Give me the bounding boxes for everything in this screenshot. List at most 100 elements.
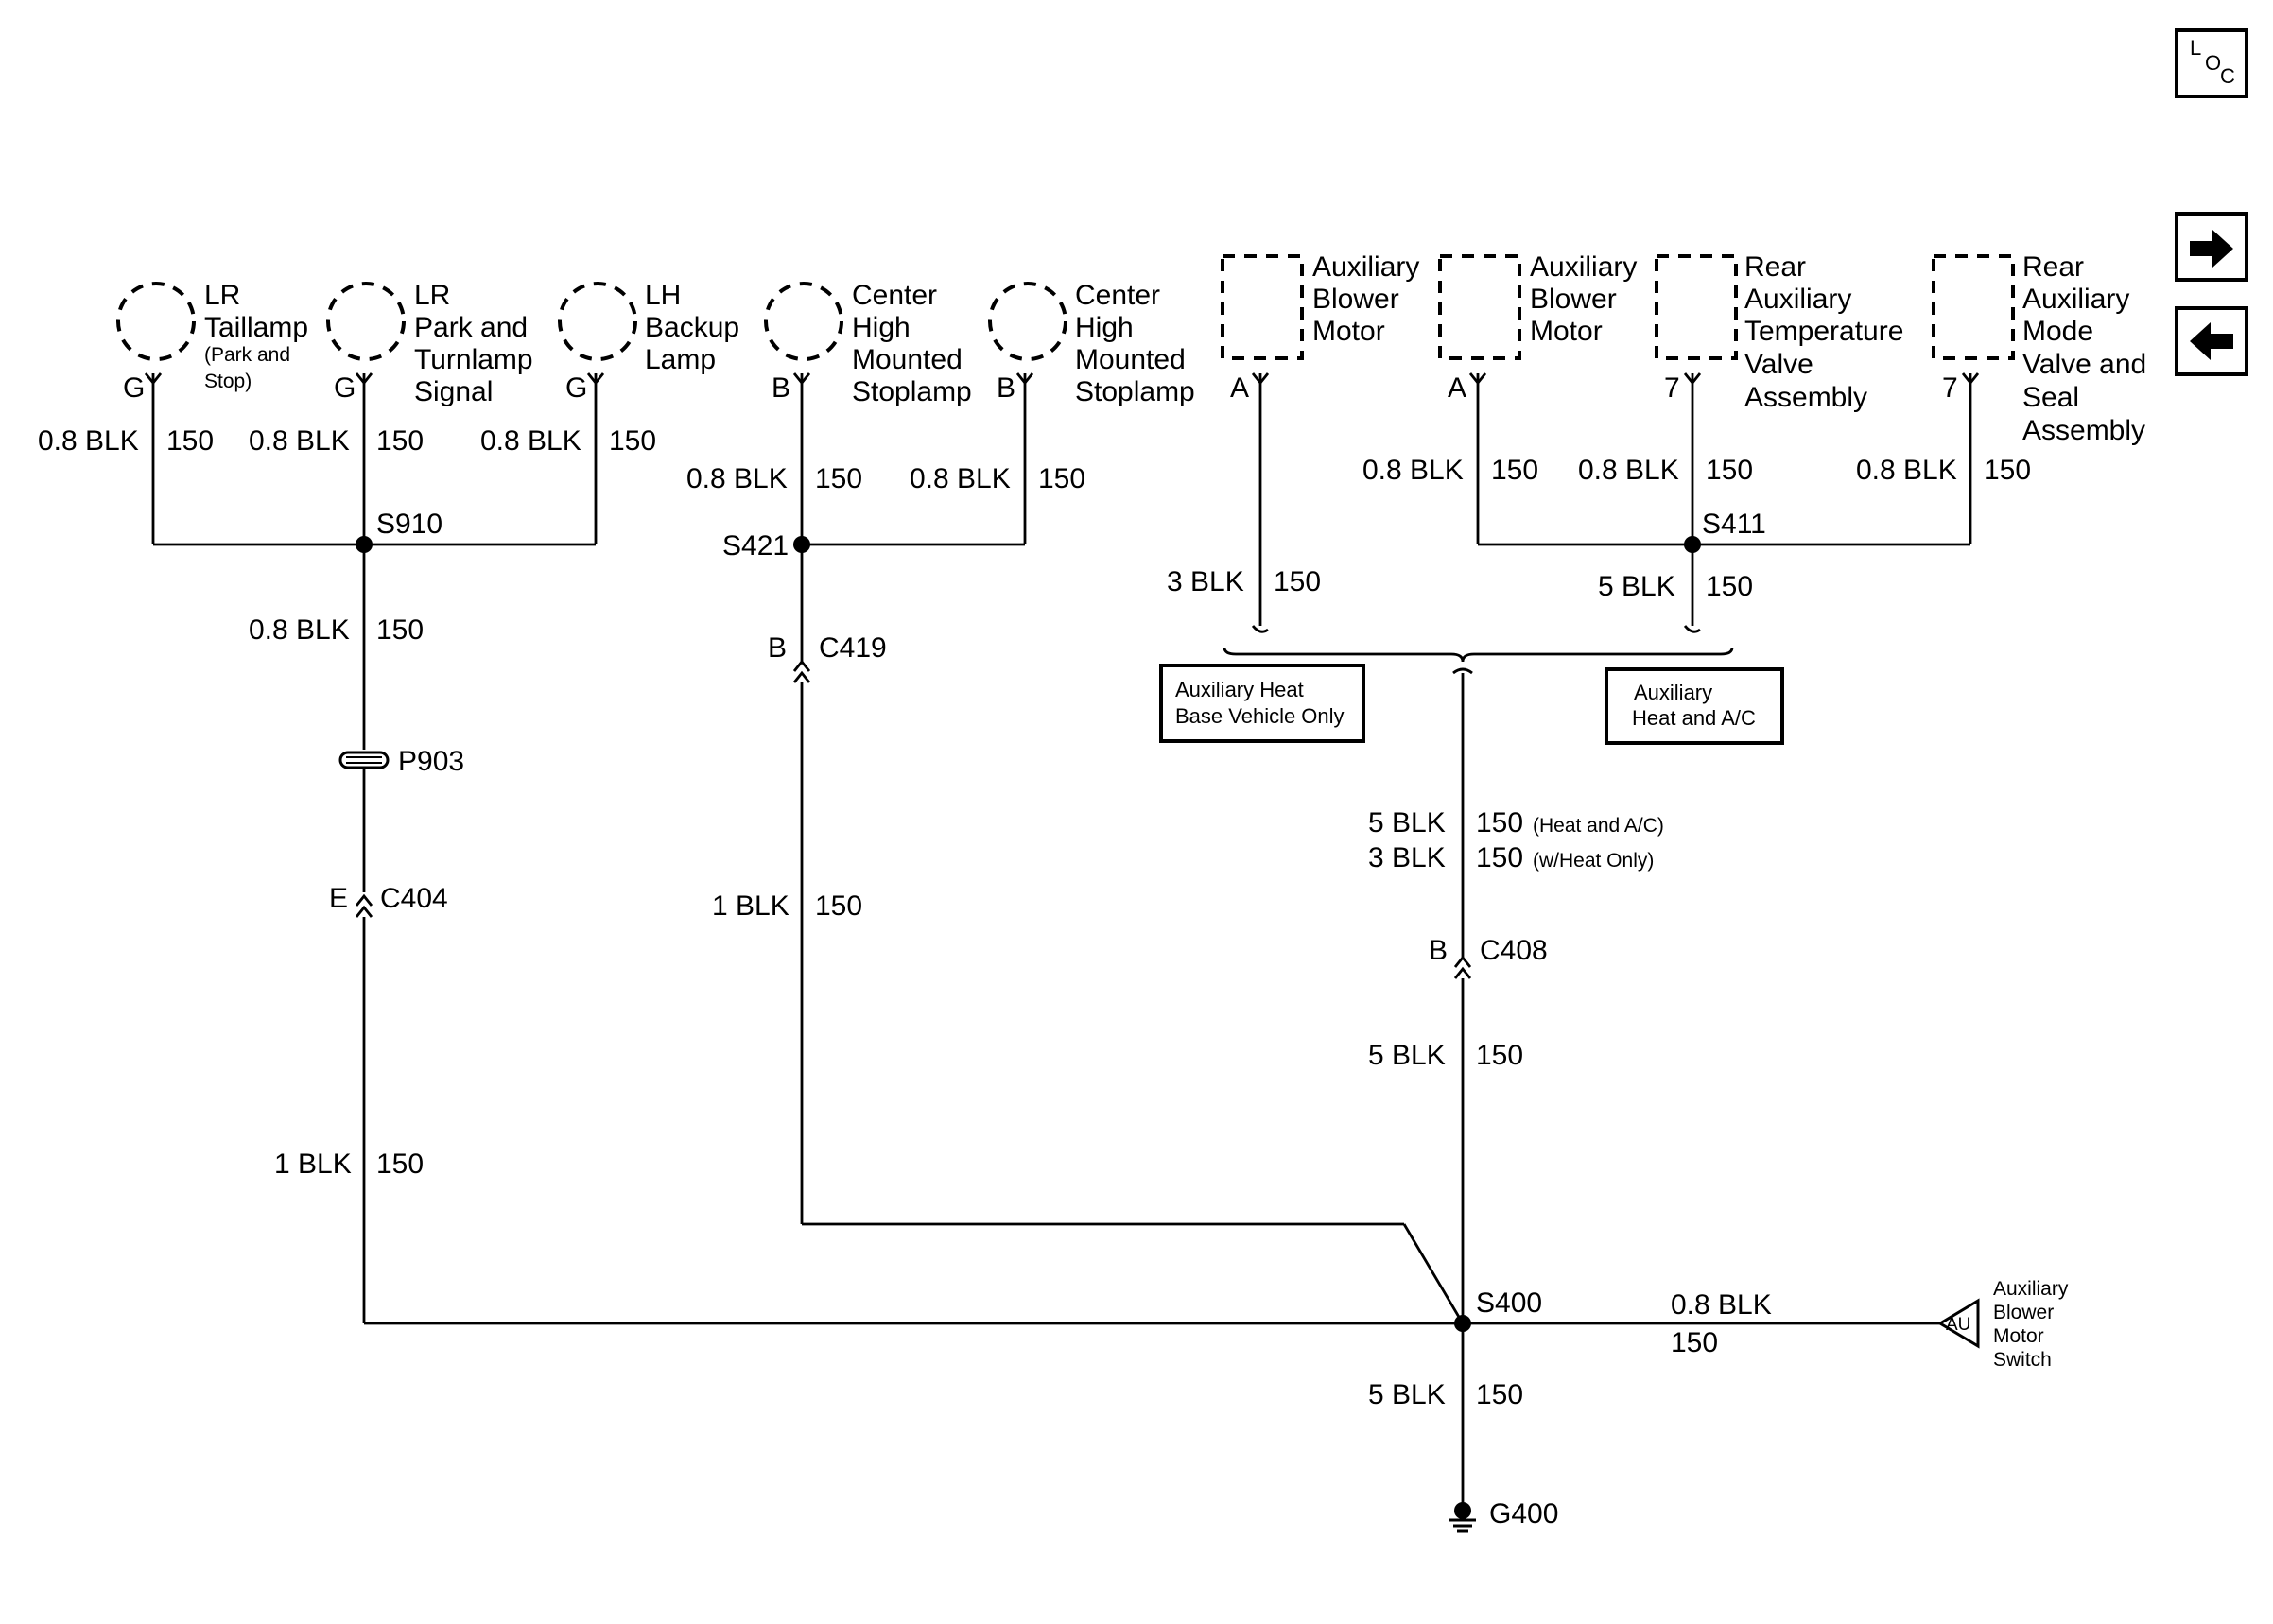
wire-s411-size: 5 BLK xyxy=(1598,571,1675,602)
aux-blower-switch-tag: AU xyxy=(1946,1315,1970,1335)
wire-network xyxy=(151,373,1972,1511)
ground-g400-label: G400 xyxy=(1489,1498,1558,1529)
wire-s910-circuit: 150 xyxy=(376,614,424,646)
wire-blower-1-circuit: 150 xyxy=(1274,566,1321,597)
wire-merged-heat-ac-circuit: 150 xyxy=(1476,807,1523,838)
label-lr-taillamp: LR Taillamp (Park and Stop) G xyxy=(123,280,308,404)
splice-s421-label: S421 xyxy=(722,530,789,561)
splice-s411-label: S411 xyxy=(1702,509,1766,540)
option-box-base-vehicle: Auxiliary Heat Base Vehicle Only xyxy=(1159,664,1365,743)
lr-taillamp-line2: Taillamp xyxy=(204,312,308,343)
rear-aux-temp-pin: 7 xyxy=(1664,372,1680,404)
aux-blower-2-line2: Blower xyxy=(1530,284,1617,315)
chmsl-1-line3: Mounted xyxy=(852,344,963,375)
aux-blower-switch-line1: Auxiliary xyxy=(1993,1278,2069,1300)
chmsl-2-line2: High xyxy=(1075,312,1134,343)
lr-park-turn-line4: Signal xyxy=(414,376,493,407)
loc-letter-c: C xyxy=(2220,64,2235,88)
connector-c419-symbol xyxy=(792,659,811,683)
lh-backup-line2: Backup xyxy=(645,312,739,343)
rear-aux-mode-line5: Seal xyxy=(2022,382,2079,413)
wire-switch-circuit: 150 xyxy=(1671,1327,1718,1358)
rear-aux-mode-line2: Auxiliary xyxy=(2022,284,2129,315)
aux-blower-2-line1: Auxiliary xyxy=(1530,251,1637,283)
rear-aux-temp-line5: Assembly xyxy=(1744,382,1867,413)
rear-aux-temp-line1: Rear xyxy=(1744,251,1806,283)
aux-blower-switch-line2: Blower xyxy=(1993,1302,2054,1323)
ground-symbol xyxy=(1449,1502,1476,1533)
aux-blower-2-pin: A xyxy=(1448,372,1466,404)
wire-chmsl-2-circuit: 150 xyxy=(1038,463,1085,494)
node-labels: S910 S421 S411 S400 P903 E C404 B C419 B… xyxy=(329,509,1766,1529)
chmsl-1-line2: High xyxy=(852,312,911,343)
splice-s910-dot xyxy=(356,536,373,553)
label-aux-blower-1: Auxiliary Blower Motor A xyxy=(1230,251,1419,404)
lr-taillamp-note2: Stop) xyxy=(204,371,252,392)
label-chmsl-2: Center High Mounted Stoplamp B xyxy=(997,280,1195,407)
rear-aux-temp-line2: Auxiliary xyxy=(1744,284,1851,315)
wire-taillamp-size: 0.8 BLK xyxy=(38,425,139,457)
connector-c404-pin: E xyxy=(329,883,348,914)
option-heat-ac-line2: Heat and A/C xyxy=(1632,706,1756,730)
lr-park-turn-line3: Turnlamp xyxy=(414,344,533,375)
wire-merged-heat-only-size: 3 BLK xyxy=(1368,842,1446,873)
lamp-chmsl-2 xyxy=(988,282,1067,386)
wire-c419-circuit: 150 xyxy=(815,890,862,922)
splice-s400-dot xyxy=(1454,1315,1471,1332)
lamp-lr-taillamp xyxy=(116,282,196,386)
wire-merged-heat-only-circuit: 150 xyxy=(1476,842,1523,873)
chmsl-2-line1: Center xyxy=(1075,280,1160,311)
label-aux-blower-switch: AU Auxiliary Blower Motor Switch xyxy=(1946,1278,2069,1371)
box-aux-blower-1 xyxy=(1221,254,1304,386)
wire-c408-size: 5 BLK xyxy=(1368,1040,1446,1071)
connector-p903-label: P903 xyxy=(398,746,464,777)
splice-s400-label: S400 xyxy=(1476,1287,1542,1319)
wire-temp-valve-size: 0.8 BLK xyxy=(1578,455,1679,486)
chmsl-2-line4: Stoplamp xyxy=(1075,376,1195,407)
lh-backup-line3: Lamp xyxy=(645,344,716,375)
box-rear-aux-mode xyxy=(1932,254,2015,386)
option-heat-ac-line1: Auxiliary xyxy=(1634,681,1712,704)
connector-c408-label: C408 xyxy=(1480,935,1548,966)
loc-icon[interactable]: L O C xyxy=(2175,28,2248,98)
connector-c419-label: C419 xyxy=(819,632,887,664)
lr-park-turn-line2: Park and xyxy=(414,312,528,343)
wire-park-turn-circuit: 150 xyxy=(376,425,424,457)
wire-taillamp-circuit: 150 xyxy=(166,425,214,457)
aux-blower-switch-line3: Motor xyxy=(1993,1325,2044,1347)
aux-blower-1-line3: Motor xyxy=(1312,316,1385,347)
loc-letter-l: L xyxy=(2190,36,2201,60)
arrow-right-icon[interactable] xyxy=(2175,212,2248,282)
aux-blower-1-line2: Blower xyxy=(1312,284,1399,315)
wire-backup-size: 0.8 BLK xyxy=(480,425,581,457)
rear-aux-mode-line6: Assembly xyxy=(2022,415,2145,446)
connector-c404-label: C404 xyxy=(380,883,448,914)
label-aux-blower-2: Auxiliary Blower Motor A xyxy=(1448,251,1637,404)
label-chmsl-1: Center High Mounted Stoplamp B xyxy=(772,280,972,407)
aux-blower-1-pin: A xyxy=(1230,372,1249,404)
rear-aux-mode-line1: Rear xyxy=(2022,251,2084,283)
wire-c404-size: 1 BLK xyxy=(274,1149,352,1180)
lamp-chmsl-1 xyxy=(764,282,843,386)
option-base-line1: Auxiliary Heat xyxy=(1175,678,1304,701)
chmsl-2-pin: B xyxy=(997,372,1015,404)
wire-blower-2-circuit: 150 xyxy=(1491,455,1538,486)
wire-park-turn-size: 0.8 BLK xyxy=(249,425,350,457)
label-lh-backup: LH Backup Lamp G xyxy=(565,280,739,404)
wire-blower-2-size: 0.8 BLK xyxy=(1362,455,1464,486)
option-box-heat-ac: Auxiliary Heat and A/C xyxy=(1605,667,1784,745)
aux-blower-switch-connector xyxy=(1937,1298,1980,1349)
lh-backup-line1: LH xyxy=(645,280,681,311)
lr-taillamp-note1: (Park and xyxy=(204,344,290,366)
connector-c408-pin: B xyxy=(1429,935,1448,966)
wire-chmsl-2-size: 0.8 BLK xyxy=(910,463,1011,494)
wire-mode-valve-size: 0.8 BLK xyxy=(1856,455,1957,486)
chmsl-1-pin: B xyxy=(772,372,790,404)
box-rear-aux-temp xyxy=(1655,254,1738,386)
arrow-left-icon[interactable] xyxy=(2175,306,2248,376)
wire-chmsl-1-size: 0.8 BLK xyxy=(686,463,788,494)
wire-ground-circuit: 150 xyxy=(1476,1379,1523,1410)
splice-s910-label: S910 xyxy=(376,509,442,540)
connector-c408-symbol xyxy=(1453,955,1472,979)
